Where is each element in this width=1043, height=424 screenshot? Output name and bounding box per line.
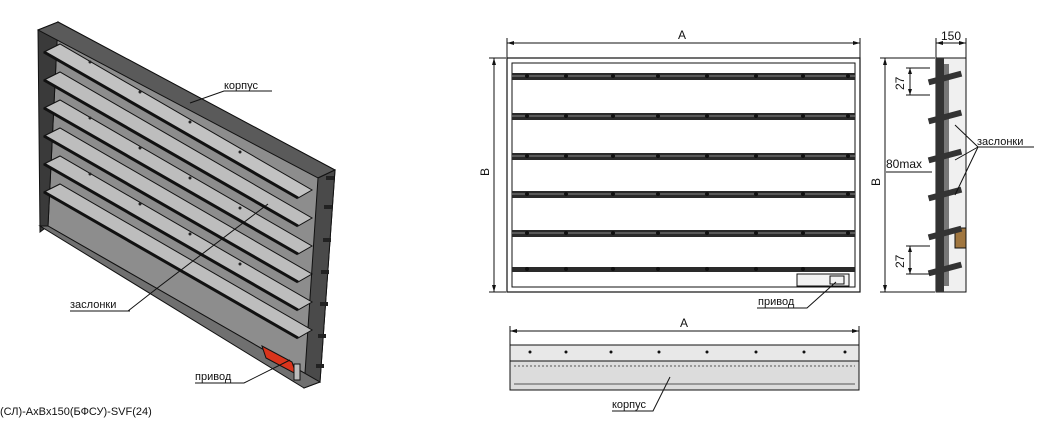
bottom-view: A корпус [509,316,860,412]
leader-privod-iso [195,359,291,384]
front-blade [512,267,855,272]
iso-right-flange-bolts [316,176,334,368]
dim-27-top: 27 [893,76,907,90]
label-korpus-iso: корпус [224,80,259,92]
dim-27-bottom: 27 [893,254,907,268]
dim-150: 150 [941,29,961,43]
model-caption: (СЛ)-AxBx150(БФСУ)-SVF(24) [0,406,152,418]
leader-korpus-bottom [612,376,671,412]
bottom-top-strip [509,344,860,362]
leader-zaslonki-iso [127,203,269,312]
bottom-body [509,360,860,391]
dim-a-bottom: A [680,316,688,330]
leader-privod-front [757,281,837,309]
iso-rivets [88,60,242,266]
front-blades [512,73,855,272]
front-frame-outer [506,57,861,293]
label-korpus-bottom: корпус [612,399,647,411]
label-privod-front: привод [758,296,795,308]
dim-a-front: A [678,28,686,42]
front-rivets [525,74,850,271]
iso-bottom-frame [38,225,322,389]
iso-blades [42,43,314,340]
dim-b-side: B [869,178,883,186]
label-privod-iso: привод [195,371,232,383]
leader-korpus-iso [189,90,272,104]
dim-80max: 80max [886,157,922,171]
side-flange [936,58,944,292]
label-zaslonki-iso: заслонки [70,299,116,311]
dim-b-front: B [478,168,492,176]
side-view: 150 B 27 80max [869,29,1034,293]
bottom-rivets [528,350,847,354]
side-blades [927,70,963,277]
isometric-view: корпус заслонки привод [36,21,337,389]
front-actuator [796,273,850,287]
label-zaslonki-side: заслонки [977,136,1023,148]
front-frame-inner [511,62,856,288]
front-view: A B [478,28,861,309]
